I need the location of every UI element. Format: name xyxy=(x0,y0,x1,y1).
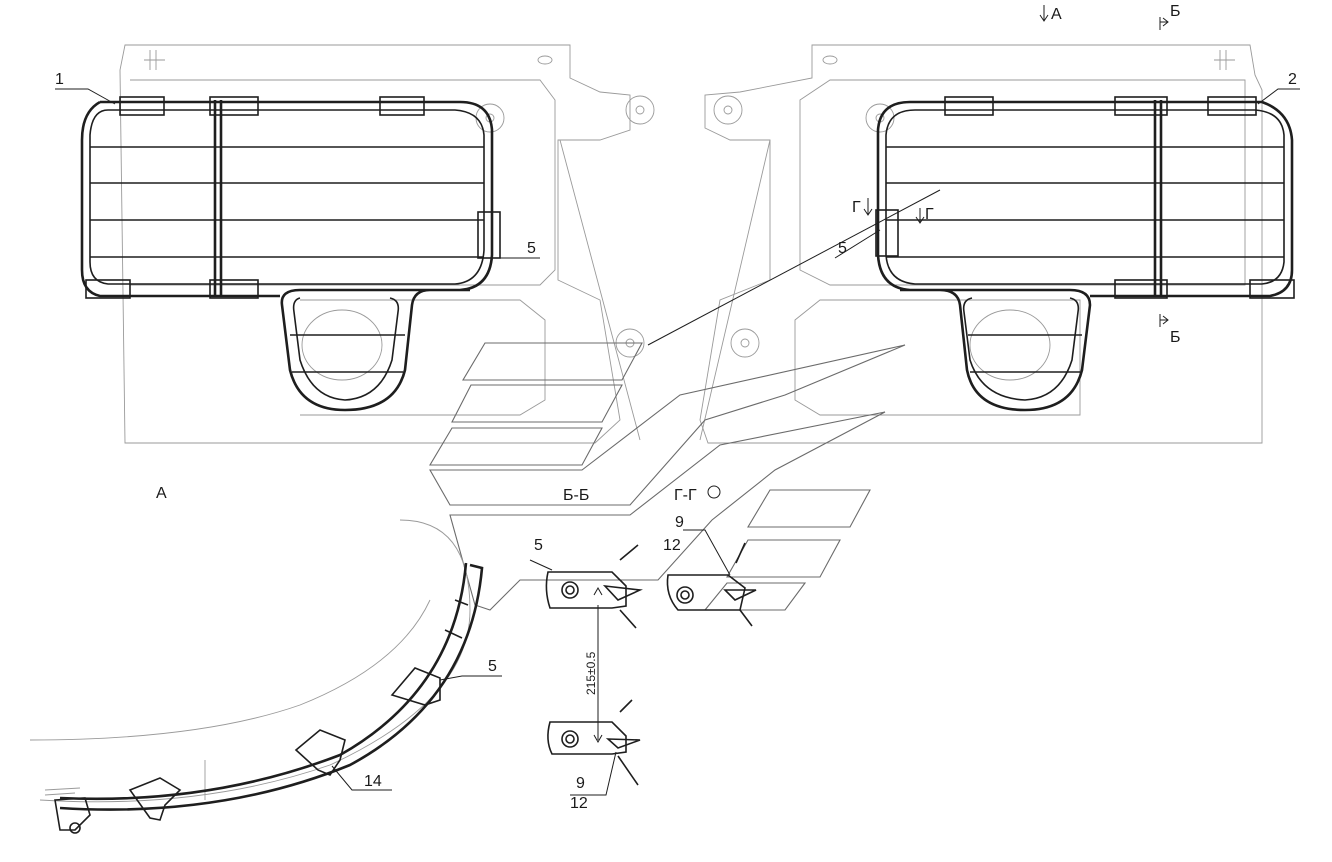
left-guard xyxy=(80,96,501,412)
right-guard xyxy=(875,96,1295,412)
leader-lines xyxy=(55,5,1300,796)
section-arrow-b-top: Б xyxy=(1170,3,1181,20)
detail-frames xyxy=(429,189,941,611)
callout-5-left: 5 xyxy=(527,240,536,257)
callout-5-right: 5 xyxy=(838,240,847,257)
drawing-labels: A Б Б Г Г А Б-Б Г-Г 1 2 5 5 5 5 14 9 12 … xyxy=(55,3,1297,812)
callout-12-top: 12 xyxy=(663,537,681,554)
callout-9-top: 9 xyxy=(675,514,684,531)
view-a-title: А xyxy=(156,485,167,502)
section-details xyxy=(545,485,757,786)
section-bb-title: Б-Б xyxy=(563,487,589,504)
view-a-drawing xyxy=(29,519,484,834)
view-arrow-a: A xyxy=(1051,6,1062,23)
callout-12-bottom: 12 xyxy=(570,795,588,812)
section-arrow-b-bottom: Б xyxy=(1170,329,1181,346)
section-gg-title: Г-Г xyxy=(674,487,697,504)
body-panel-outline xyxy=(119,44,1263,444)
section-arrow-g-left: Г xyxy=(852,199,861,216)
callout-14: 14 xyxy=(364,773,382,790)
callout-5-view-a: 5 xyxy=(488,658,497,675)
callout-1: 1 xyxy=(55,71,64,88)
dimension-215: 215±0.5 xyxy=(584,651,598,695)
section-arrow-g-right: Г xyxy=(925,206,934,223)
callout-2: 2 xyxy=(1288,71,1297,88)
callout-5-section: 5 xyxy=(534,537,543,554)
callout-9-bottom: 9 xyxy=(576,775,585,792)
